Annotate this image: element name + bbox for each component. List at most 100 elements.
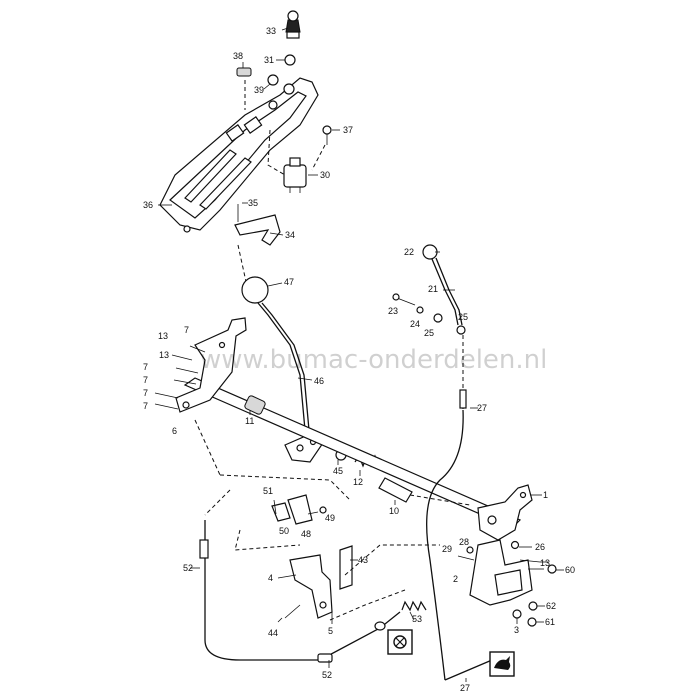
label-43: 43 [358, 555, 368, 565]
label-49: 49 [325, 513, 335, 523]
spring-53 [401, 600, 427, 612]
label-25-a: 25 [424, 328, 434, 338]
washer-62 [528, 601, 538, 611]
bolt-37 [322, 125, 332, 145]
bolt-23 [392, 293, 416, 306]
main-shaft [183, 377, 522, 529]
label-5: 5 [328, 626, 333, 636]
label-35: 35 [248, 198, 258, 208]
leader-lines [158, 27, 564, 682]
pivot-25 [433, 313, 443, 323]
label-12: 12 [353, 477, 363, 487]
bracket-2 [469, 539, 533, 606]
bushing-11 [244, 395, 266, 415]
switch-30 [283, 157, 307, 193]
bolt-4 [277, 574, 297, 579]
label-26: 26 [535, 542, 545, 552]
cap-38 [236, 67, 252, 77]
label-47: 47 [284, 277, 294, 287]
dash-route-d [409, 494, 471, 506]
bolt-60 [528, 564, 557, 574]
bolt-51 [273, 499, 277, 515]
label-44: 44 [268, 628, 278, 638]
dash-line-34 [237, 244, 251, 301]
bolts-7 [154, 345, 206, 410]
nut-26 [510, 540, 520, 550]
label-33: 33 [266, 26, 276, 36]
bracket-6 [175, 317, 247, 413]
dash-line-30 [267, 129, 286, 176]
label-13-left: 13 [158, 331, 168, 341]
label-24: 24 [410, 319, 420, 329]
rabbit-icon [489, 651, 515, 677]
washer-28 [466, 546, 474, 554]
label-3: 3 [514, 625, 519, 635]
lever-46 [241, 276, 310, 431]
bracket-34 [234, 214, 281, 246]
label-13-left-b: 13 [159, 350, 169, 360]
label-36: 36 [143, 200, 153, 210]
label-31: 31 [264, 55, 274, 65]
lever-21 [422, 244, 463, 326]
dash-console-36 [159, 77, 319, 233]
nut-61 [527, 617, 537, 627]
label-7-c: 7 [143, 375, 148, 385]
label-21: 21 [428, 284, 438, 294]
label-2: 2 [453, 574, 458, 584]
bolt-49 [307, 506, 327, 515]
label-34: 34 [285, 230, 295, 240]
label-1: 1 [543, 490, 548, 500]
nut-31 [284, 54, 296, 66]
label-53: 53 [412, 614, 422, 624]
label-52-b: 52 [322, 670, 332, 680]
tube-10 [378, 477, 413, 503]
label-46: 46 [314, 376, 324, 386]
label-13-right: 13 [540, 558, 550, 568]
watermark: www.bumac-onderdelen.nl [200, 345, 547, 375]
cable-52 [199, 474, 401, 663]
bolt-44 [284, 604, 301, 619]
label-27-a: 27 [477, 403, 487, 413]
label-10: 10 [389, 506, 399, 516]
plug-39 [267, 74, 279, 86]
dash-route-b [329, 589, 406, 621]
dash-route-a [234, 529, 301, 551]
bracket-43 [339, 545, 353, 590]
label-7-e: 7 [143, 401, 148, 411]
label-22: 22 [404, 247, 414, 257]
label-39: 39 [254, 85, 264, 95]
part-labels: 33 31 38 39 37 30 36 35 34 47 46 11 45 1… [143, 26, 575, 693]
label-48: 48 [301, 529, 311, 539]
bolt-13-left [171, 354, 193, 361]
label-60: 60 [565, 565, 575, 575]
label-30: 30 [320, 170, 330, 180]
label-29: 29 [442, 544, 452, 554]
label-7-a: 7 [184, 325, 189, 335]
cable-27 [426, 335, 493, 681]
dash-route-e [344, 544, 440, 576]
label-25-b: 25 [458, 312, 468, 322]
label-45: 45 [333, 466, 343, 476]
label-6: 6 [172, 426, 177, 436]
label-28: 28 [459, 537, 469, 547]
washer-24 [416, 306, 424, 314]
label-11: 11 [245, 416, 254, 426]
label-52-a: 52 [183, 563, 193, 573]
blade-icon [387, 629, 413, 655]
bolt-29 [457, 555, 475, 561]
label-38: 38 [233, 51, 243, 61]
label-37: 37 [343, 125, 353, 135]
ignition-key-33 [285, 10, 301, 39]
dash-line-37 [311, 144, 326, 171]
nut-3 [512, 609, 522, 619]
label-62: 62 [546, 601, 556, 611]
dash-route-c [194, 419, 221, 476]
label-50: 50 [279, 526, 289, 536]
bracket-50 [271, 502, 291, 522]
label-7-d: 7 [143, 388, 148, 398]
bolt-13-right [519, 559, 541, 563]
label-51: 51 [263, 486, 273, 496]
pivot-25b [456, 325, 466, 335]
label-4: 4 [268, 573, 273, 583]
